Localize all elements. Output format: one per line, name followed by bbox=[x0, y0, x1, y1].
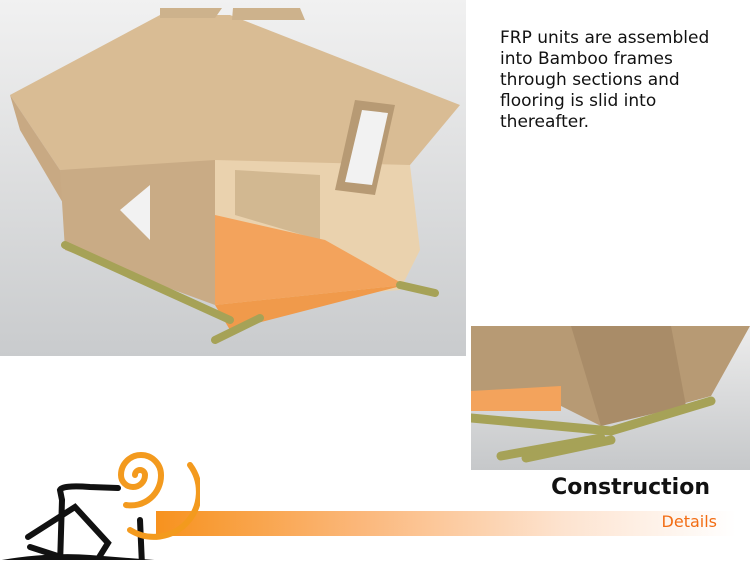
title-gradient-bar bbox=[156, 511, 736, 536]
tent-render-image bbox=[0, 0, 466, 356]
bamboo-frame-detail-image bbox=[471, 326, 750, 470]
description-text: FRP units are assembled into Bamboo fram… bbox=[500, 28, 710, 132]
slide-subtitle: Details bbox=[661, 512, 717, 531]
slide-title: Construction bbox=[551, 475, 710, 500]
spiral-house-logo bbox=[1, 452, 200, 560]
